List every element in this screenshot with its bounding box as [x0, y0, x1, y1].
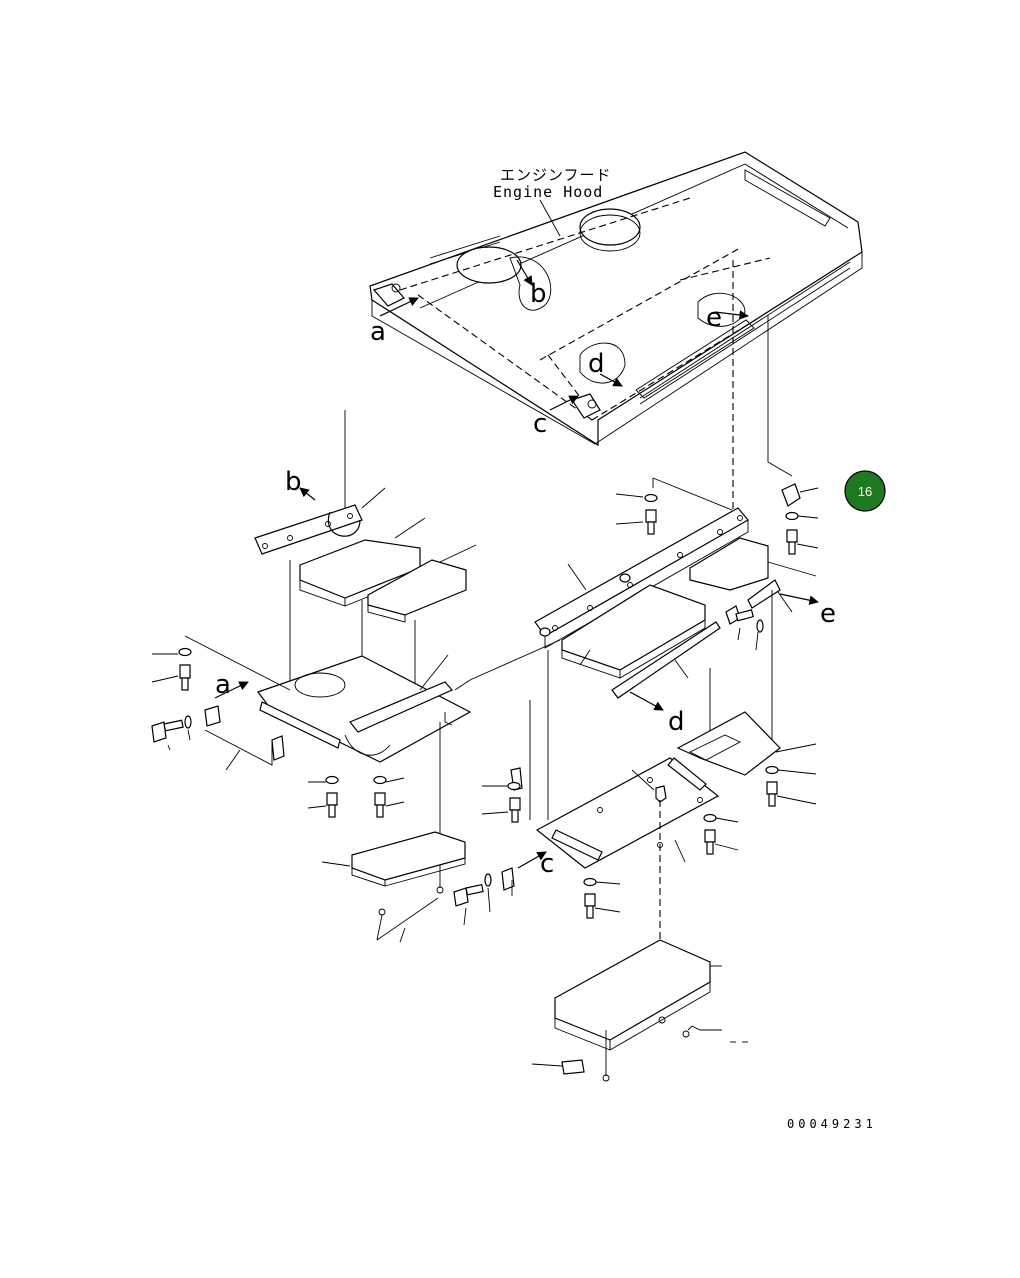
ref-letter-c: c	[533, 409, 547, 439]
left-assembly: b a	[151, 410, 477, 943]
engine-hood-label-jp: エンジンフード	[500, 166, 612, 184]
engine-hood-label-en: Engine Hood	[493, 183, 603, 201]
ref-letter-a-left: a	[215, 670, 231, 700]
ref-letter-b-left: b	[285, 467, 302, 497]
engine-hood	[369, 151, 863, 447]
leader-line	[767, 315, 793, 477]
ref-letter-c-right: c	[540, 849, 554, 879]
ref-letter-e: e	[706, 303, 722, 333]
page-number-badge[interactable]: 16	[844, 470, 886, 512]
ref-letter-b: b	[530, 279, 547, 309]
page-badge-circle[interactable]	[844, 470, 886, 512]
engine-hood-leader	[539, 199, 561, 237]
ref-letter-d: d	[588, 349, 605, 379]
ref-letter-e-right: e	[820, 599, 836, 629]
document-number: 00049231	[787, 1117, 877, 1131]
page-badge-number: 16	[858, 484, 872, 499]
right-assembly: d e	[453, 477, 836, 1082]
ref-letter-a: a	[370, 317, 386, 347]
ref-letter-d-right: d	[668, 707, 685, 737]
